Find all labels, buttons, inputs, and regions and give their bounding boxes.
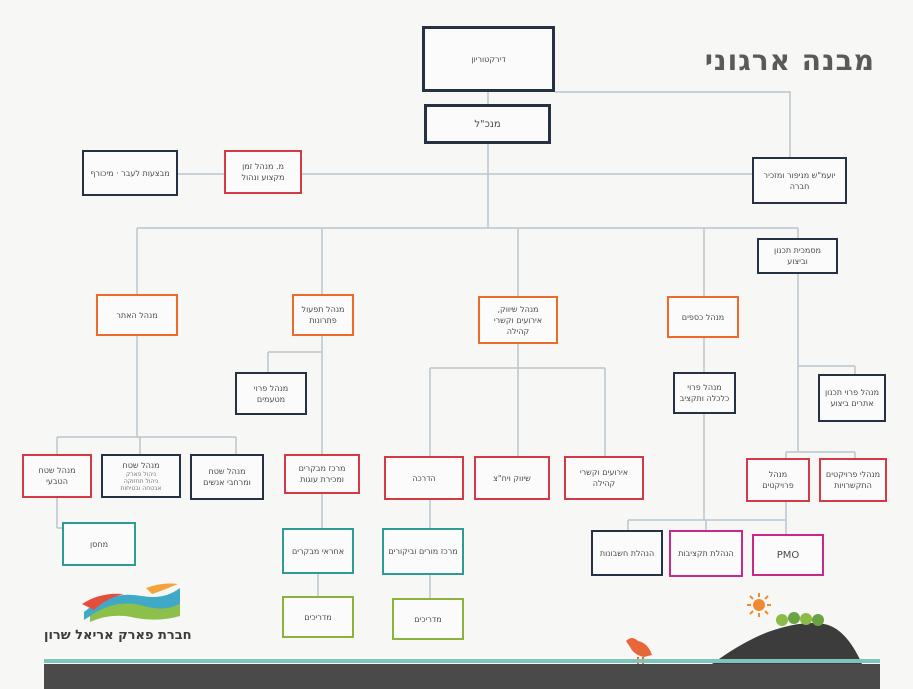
site-2-title: מנהל שטח [122,461,160,470]
proj-2-label: מנהלי פרויקטים התקשרויות [825,470,881,490]
ops-1-box: מרכז מבקרים ומכירת עוגות [284,454,360,494]
cleaning-label: מחסן [89,539,109,549]
finance-1-label: הנהלת חשבונות [599,548,655,558]
ops-deputy-label: מנהל פרוי מטעמים [253,383,289,404]
hr-box: מבצעות לעבר · מיכורף [82,150,178,196]
ceo-box: מנכ"ל [424,104,551,144]
finance-sub-box: מנהל פרוי כלכלה ותקציב [673,372,736,414]
guides-center-box: מרכז מורים וביקורים [382,528,464,575]
site-3-label: מנהל שטח ומרחבי אנשים [203,467,251,487]
company-name: חברת פארק אריאל שרון [44,628,192,643]
finance-sub-label: מנהל פרוי כלכלה ותקציב [679,383,730,403]
sun-icon [747,593,771,617]
cleaning-box: מחסן [62,522,136,566]
park-logo-icon [82,583,180,622]
mkt-1-box: הדרכה [384,456,464,500]
site-1-label: מנהל שטח הטבעי [38,466,76,486]
sales-label: מסמכית תכנון וביצוע [774,246,821,266]
proj-2-box: מנהלי פרויקטים התקשרויות [819,458,887,502]
site-2-box: מנהל שטח ניהול פארק ניהול תחזוקה אבטחה ו… [101,454,181,498]
manager-1-box: מנהל האתר [96,294,178,336]
visitors-rep-box: אחראי מבקרים [282,528,354,574]
plan-sub-box: מנהל פרוי תכנון אתרים ביצוע [818,374,886,422]
site-1-box: מנהל שטח הטבעי [22,454,92,498]
pmo-box: PMO [752,534,824,576]
manager-4-box: מנהל כספים [667,296,739,338]
ops-deputy-box: מנהל פרוי מטעמים [235,372,307,415]
volunteers-label: מדריכים [304,612,332,622]
plan-sub-label: מנהל פרוי תכנון אתרים ביצוע [824,388,880,408]
site-2-line: אבטחה ובטיחות [120,485,162,492]
mkt-3-box: אירועים וקשרי קהילה [564,456,644,500]
manager-1-label: מנהל האתר [116,310,158,320]
sales-box: מסמכית תכנון וביצוע [757,238,838,274]
hr-label: מבצעות לעבר · מיכורף [90,168,170,178]
manager-2-box: מנהל תפעול פתרונות [292,294,354,336]
manager-3-box: מנהל שיווק, אירועים וקשרי קהילה [478,296,558,344]
manager-4-label: מנהל כספים [681,312,725,322]
pmo-label: PMO [776,549,800,561]
mkt-3-label: אירועים וקשרי קהילה [579,468,629,488]
ground-stripe [44,659,880,663]
visitors-box: מדריכים [392,598,464,640]
finance-2-label: הנהלת תקציבות [678,549,734,558]
deputy-ceo-label: מ. מנהל זמן מקצוע ונהול [241,162,285,182]
proj-1-label: מנהל פרויקטים [762,470,794,490]
mkt-2-box: שיווק ויח"צ [474,456,550,500]
ceo-label: מנכ"ל [474,118,501,130]
hill-trees-icon [712,612,862,664]
guides-center-label: מרכז מורים וביקורים [388,547,458,556]
board-label: דירקטוריון [471,54,506,64]
site-2-line: ניהול פארק [126,471,157,478]
ops-1-label: מרכז מבקרים ומכירת עוגות [298,464,346,484]
visitors-label: מדריכים [414,614,442,624]
proj-1-box: מנהל פרויקטים [746,458,810,502]
ground-bar [44,664,880,689]
legal-label: יועמ"ש מניפור ומזכיר חברה [763,170,836,191]
site-2-line: ניהול תחזוקה [123,478,159,485]
legal-box: יועמ"ש מניפור ומזכיר חברה [752,157,847,204]
site-3-box: מנהל שטח ומרחבי אנשים [190,454,264,500]
manager-2-label: מנהל תפעול פתרונות [301,305,345,325]
finance-1-box: הנהלת חשבונות [591,530,663,576]
page-title: מבנה ארגוני [704,44,875,77]
board-box: דירקטוריון [422,26,555,92]
mkt-1-label: הדרכה [412,473,436,483]
manager-3-label: מנהל שיווק, אירועים וקשרי קהילה [493,304,543,336]
deputy-ceo-box: מ. מנהל זמן מקצוע ונהול [224,150,302,194]
visitors-rep-label: אחראי מבקרים [291,546,345,556]
volunteers-box: מדריכים [282,596,354,638]
finance-2-box: הנהלת תקציבות [669,530,743,577]
mkt-2-label: שיווק ויח"צ [493,473,531,483]
